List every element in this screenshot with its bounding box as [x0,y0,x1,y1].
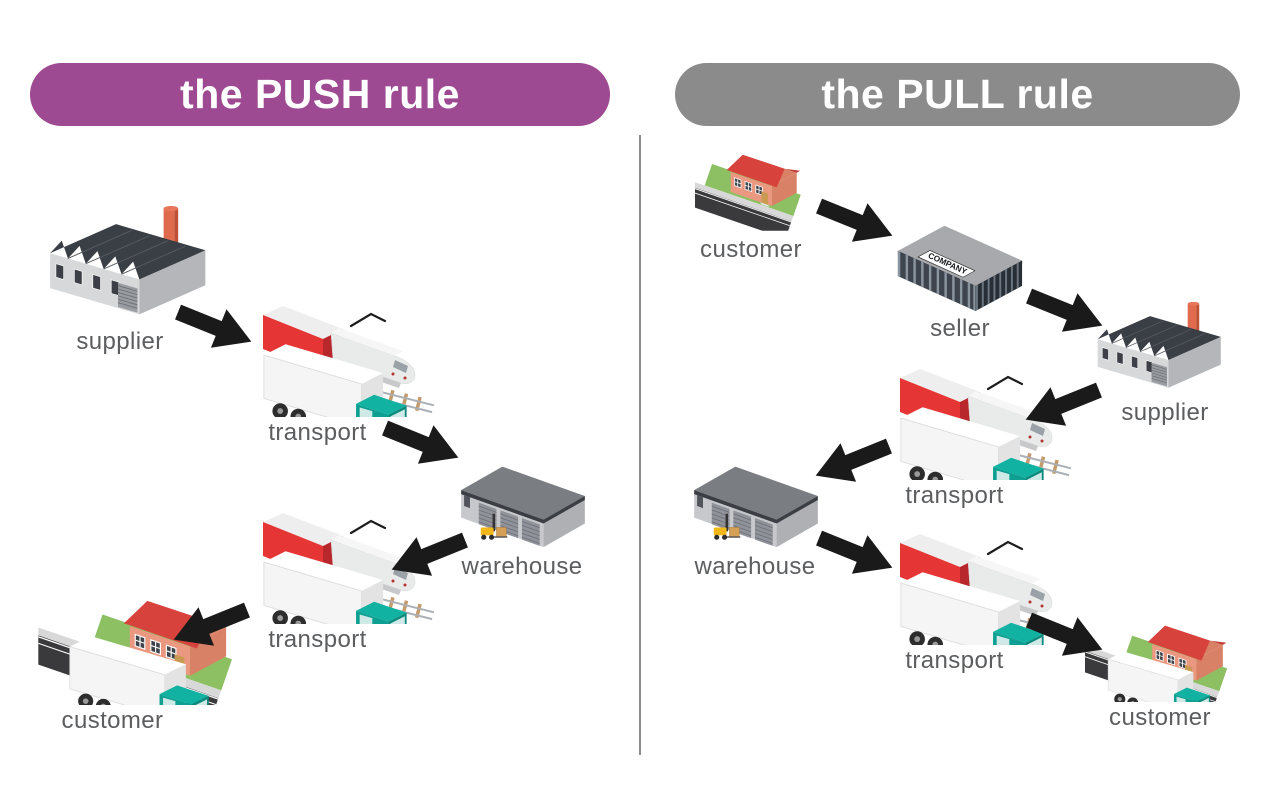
push-node-warehouse: warehouse [452,445,592,581]
pull-node-customer-1: customer [695,150,847,264]
pull-node-supplier: supplier [1090,293,1240,427]
pull-title-pill: the PULL rule [675,63,1240,126]
push-node-supplier: supplier [35,195,235,356]
push-supplier-label: supplier [76,328,164,355]
push-title-pill: the PUSH rule [30,63,610,126]
pull-node-transport-1: transport [872,368,1087,510]
pull-transport-2-label: transport [905,647,1004,674]
company-building-icon: COMPANY [897,225,1023,312]
push-customer-label: customer [61,707,164,734]
push-warehouse-label: warehouse [461,553,583,580]
pull-seller-label: seller [930,315,990,342]
pull-node-warehouse: warehouse [685,445,825,581]
pull-node-customer-2: customer [1085,622,1235,732]
pull-customer-2-label: customer [1109,704,1211,731]
pull-node-seller: COMPANY seller [890,216,1030,343]
push-title: the PUSH rule [180,71,460,117]
warehouse-icon [453,445,591,551]
push-node-transport-1: transport [235,305,450,447]
push-transport-2-label: transport [268,626,367,653]
push-node-customer: customer [38,596,243,735]
pull-supplier-label: supplier [1121,399,1209,426]
push-transport-1-label: transport [268,419,367,446]
pull-customer-1-label: customer [700,236,802,263]
panel-divider [639,135,641,755]
pull-transport-1-label: transport [905,482,1004,509]
transport-icon [235,305,450,417]
pull-title: the PULL rule [821,71,1094,117]
pull-node-transport-2: transport [872,533,1087,675]
push-node-transport-2: transport [235,512,450,654]
pull-warehouse-label: warehouse [694,553,816,580]
factory-icon [1090,293,1240,397]
warehouse-icon [686,445,824,551]
